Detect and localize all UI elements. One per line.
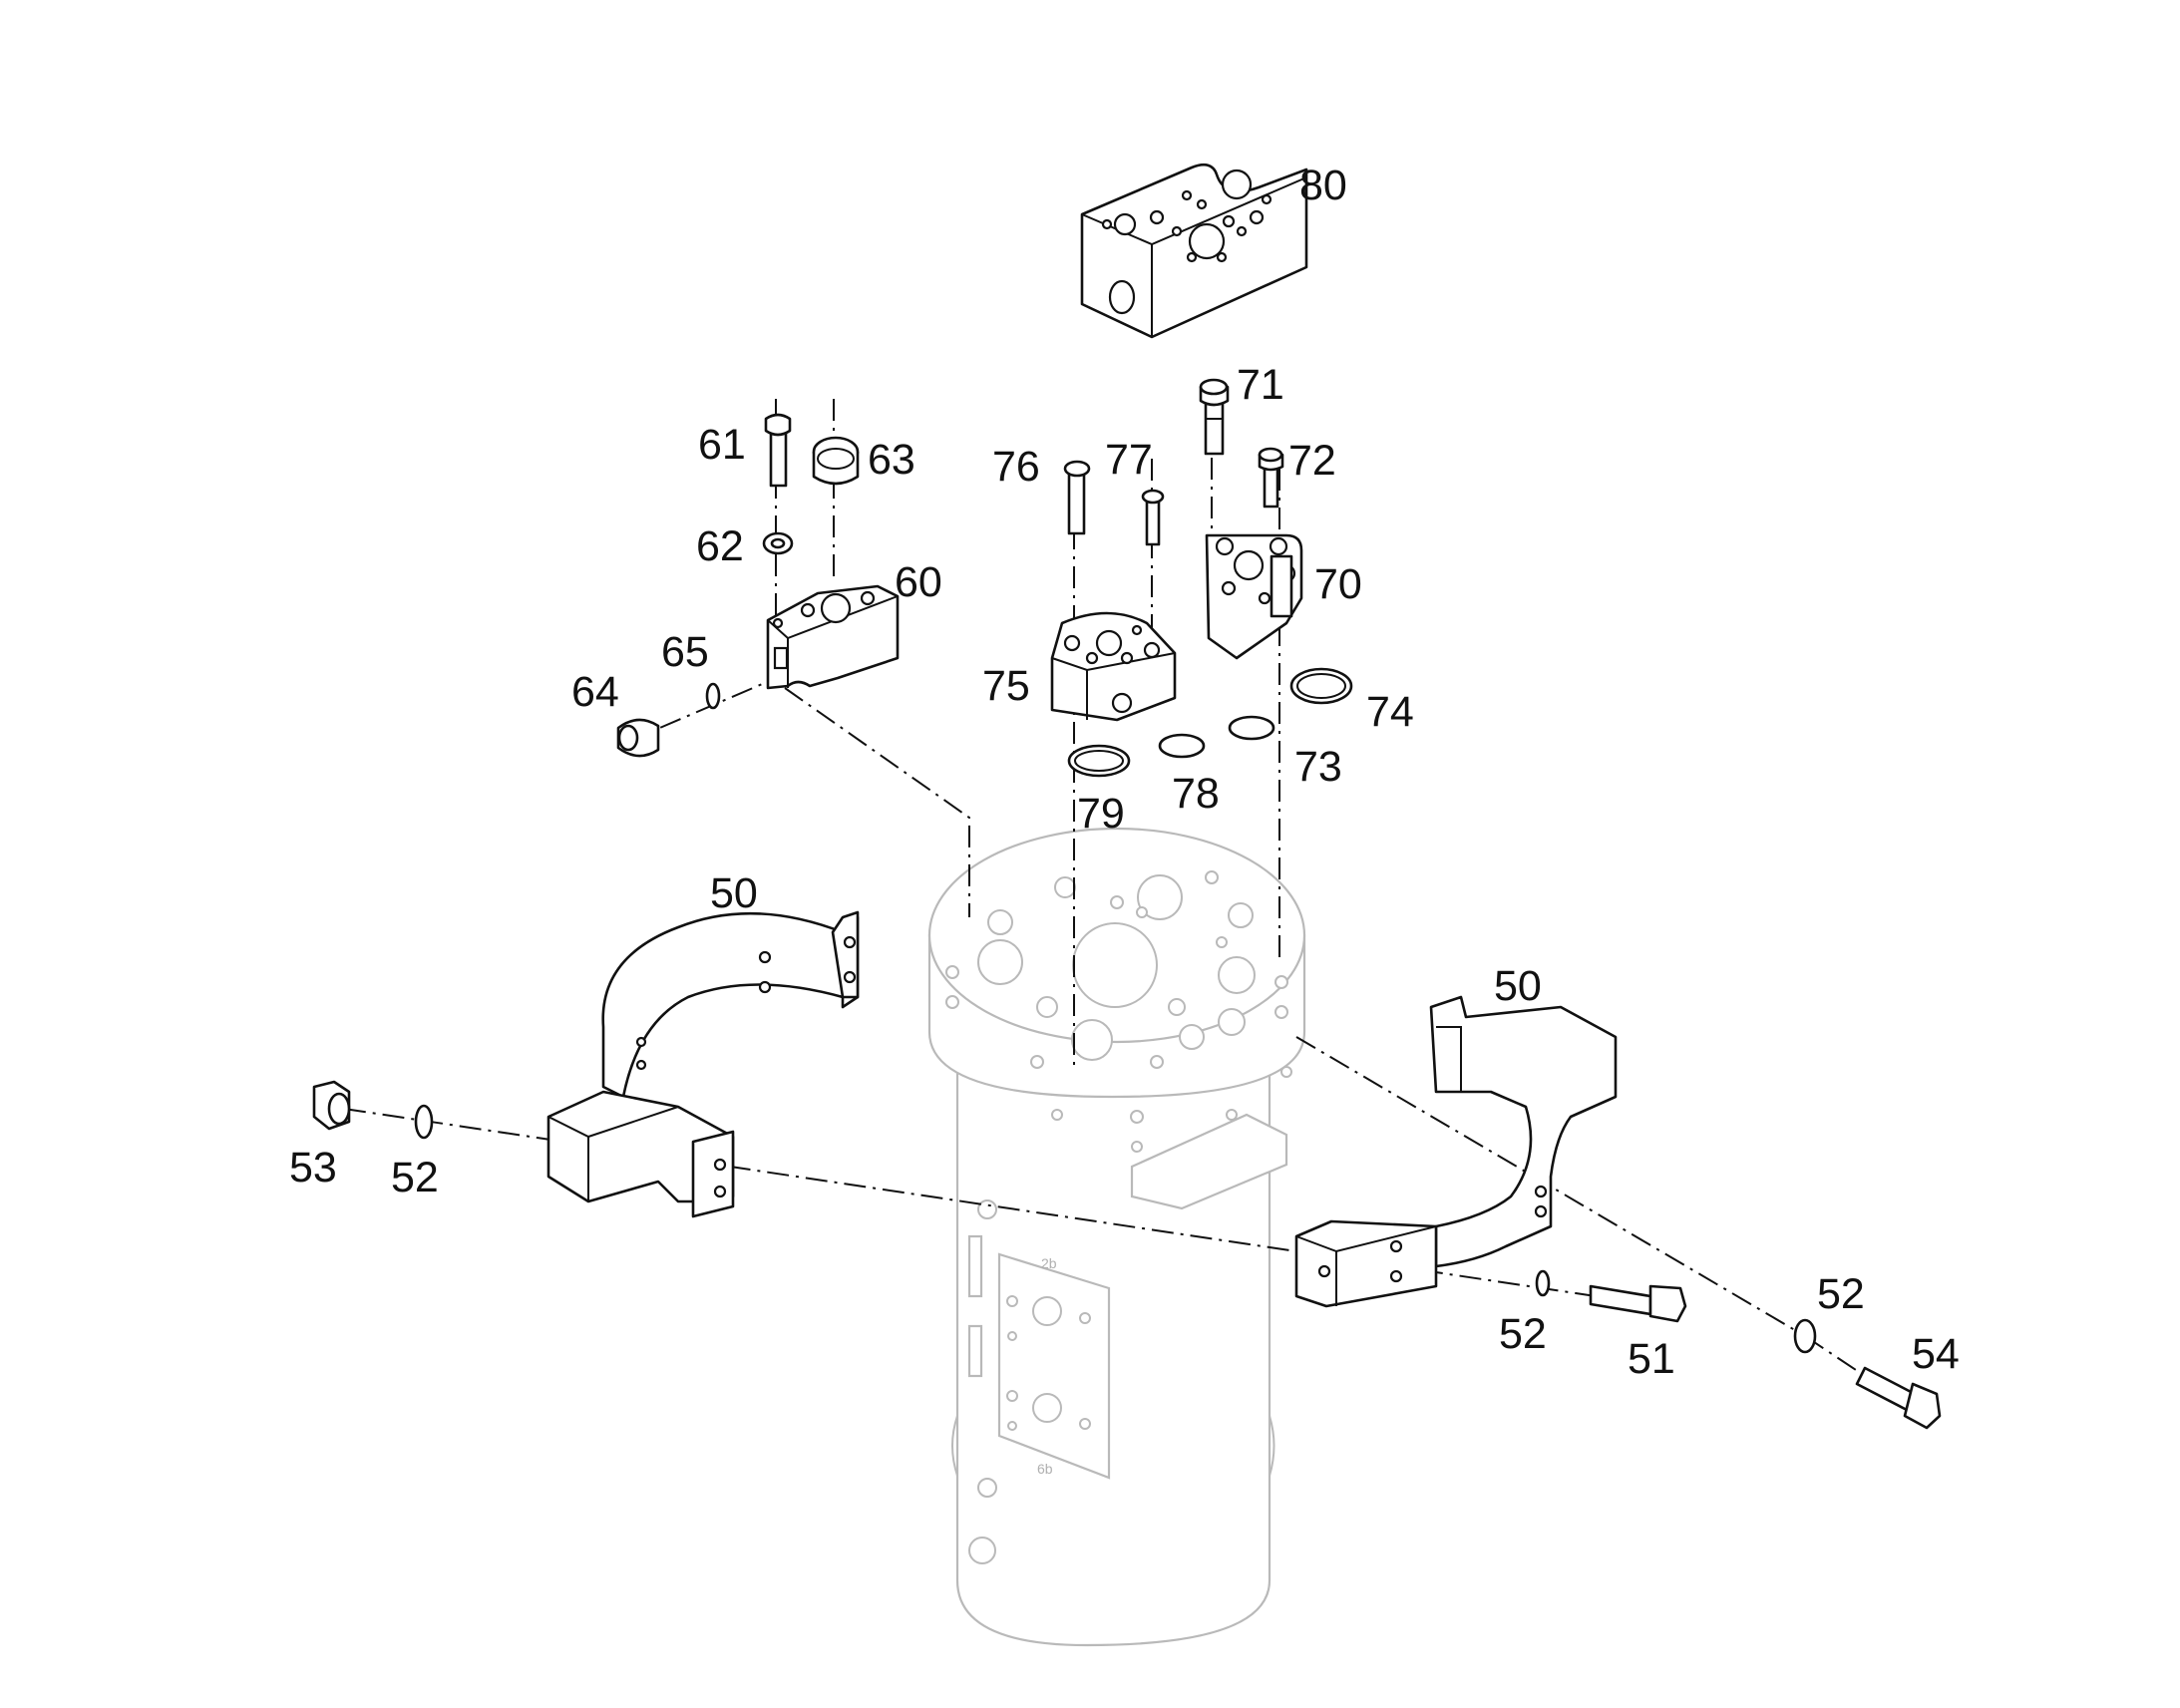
callout-72: 72 <box>1288 437 1336 485</box>
callout-71: 71 <box>1237 361 1284 409</box>
part-62-washer <box>762 531 794 555</box>
part-50-clamp-left <box>546 910 860 1218</box>
callout-76: 76 <box>992 443 1040 491</box>
callout-78: 78 <box>1172 770 1220 818</box>
part-75-valve-block <box>1050 611 1177 722</box>
svg-text:6b: 6b <box>1037 1461 1053 1477</box>
part-76-bolt <box>1063 460 1091 535</box>
part-78-oring <box>1158 733 1206 759</box>
callout-74: 74 <box>1366 688 1414 736</box>
callout-64: 64 <box>571 668 619 716</box>
part-53-nut <box>312 1080 351 1131</box>
housing-ghost: 2b 6b <box>927 827 1306 1647</box>
part-65-oring <box>705 682 721 710</box>
callout-75: 75 <box>982 662 1030 710</box>
part-77-bolt <box>1141 489 1165 546</box>
callout-52-right: 52 <box>1817 1270 1865 1318</box>
part-73-oring <box>1228 715 1275 741</box>
callout-labels: 80 71 72 61 63 76 77 62 60 70 65 75 64 7… <box>289 162 1960 1383</box>
part-52-washer-left <box>414 1104 434 1140</box>
callout-73: 73 <box>1294 743 1342 791</box>
svg-text:2b: 2b <box>1041 1255 1057 1271</box>
part-61-bolt <box>764 413 792 488</box>
callout-52-mid: 52 <box>1499 1310 1547 1358</box>
part-52-washer-mid <box>1535 1269 1551 1297</box>
callout-65: 65 <box>661 628 709 676</box>
part-70-valve-block <box>1205 533 1303 660</box>
part-79-oring <box>1067 744 1131 778</box>
callout-79: 79 <box>1077 790 1125 838</box>
part-60-valve-block <box>766 584 900 690</box>
callout-63: 63 <box>868 436 915 484</box>
part-63-plug <box>812 436 860 486</box>
callout-62: 62 <box>696 522 744 570</box>
part-64-plug <box>616 718 660 758</box>
part-72-bolt <box>1258 447 1284 509</box>
part-50-clamp-right <box>1294 995 1618 1308</box>
callout-70: 70 <box>1314 560 1362 608</box>
callout-54: 54 <box>1912 1330 1960 1378</box>
part-80-manifold-block <box>1080 163 1308 339</box>
callout-51: 51 <box>1628 1335 1675 1383</box>
callout-77: 77 <box>1105 436 1153 484</box>
callout-53: 53 <box>289 1144 337 1192</box>
callout-60: 60 <box>895 558 942 606</box>
part-54-bolt <box>1855 1366 1942 1430</box>
callout-52-left: 52 <box>391 1154 439 1201</box>
part-71-bolt <box>1199 378 1230 456</box>
callout-80: 80 <box>1299 162 1347 209</box>
callout-50-left: 50 <box>710 869 758 917</box>
part-51-bolt <box>1589 1284 1687 1323</box>
callout-50-right: 50 <box>1494 962 1542 1010</box>
part-74-oring <box>1289 667 1353 705</box>
callout-61: 61 <box>698 421 746 469</box>
part-52-washer-right <box>1793 1318 1817 1354</box>
